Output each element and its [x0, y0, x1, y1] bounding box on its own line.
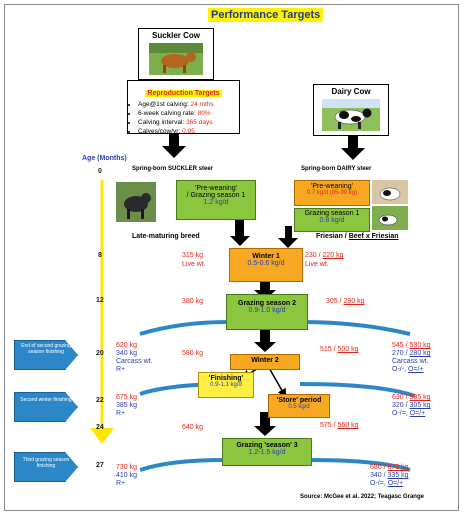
outcome-left-27: 730 kg 410 kg R+: [116, 464, 138, 487]
suckler-cow-heading: Suckler Cow: [151, 31, 200, 40]
suckler-cow-photo-icon: [149, 43, 203, 75]
age-tick: 0: [98, 168, 102, 175]
right-offramp-22: [299, 382, 416, 398]
store-box: 'Store' period 0.5 kg/d: [268, 394, 330, 418]
weight-8-left-sub: Live wt.: [182, 261, 206, 268]
grazing3-rate: 1.2-1.5 kg/d: [248, 449, 286, 456]
list-item: 6-week calving rate: 80%: [138, 109, 239, 118]
grazing2-label: Grazing season 2: [238, 300, 296, 307]
weight-24-left: 640 kg: [182, 424, 204, 431]
dairy-down-arrow: [341, 136, 365, 160]
right-to-winter1-arrow: [278, 226, 298, 248]
weight-20-left: 580 kg: [182, 350, 204, 357]
weight-12-left: 380 kg: [182, 298, 204, 305]
left-offramp-20: [139, 320, 229, 336]
reproduction-heading: Reproduction Targets: [145, 90, 222, 97]
finishing-rate: 0.9-1.1 kg/d: [210, 382, 242, 388]
reproduction-targets-box: Reproduction Targets Age@1st calving: 24…: [127, 80, 240, 136]
grazing2-to-winter2-arrow: [254, 330, 276, 352]
pre-weaning-left-rate: 1.2 kg/d: [203, 199, 229, 206]
reproduction-list: Age@1st calving: 24 mths 6-week calving …: [128, 100, 239, 136]
store-to-grazing3-arrow: [254, 412, 276, 436]
side-label-20: End of second grazing season finishing: [14, 340, 78, 370]
pre-weaning-left-box: 'Pre-weaning' / Grazing season 1 1.2 kg/…: [176, 180, 256, 220]
right-stream-heading: Spring-born DAIRY steer: [301, 166, 372, 172]
list-item: Calves/cow/yr: 0.95: [138, 127, 239, 136]
weight-24-right: 575 / 560 kg: [320, 422, 359, 429]
grazing1-right-label: Grazing season 1: [304, 210, 360, 217]
age-tick: 20: [96, 350, 104, 357]
pre-weaning-left-line1: 'Pre-weaning': [195, 185, 237, 192]
right-breed-label: Friesian / Beef x Friesian: [316, 233, 399, 240]
age-axis-title: Age (Months): [82, 155, 127, 162]
store-rate: 0.5 kg/d: [288, 404, 310, 410]
finishing-box: 'Finishing' 0.9-1.1 kg/d: [198, 372, 254, 398]
winter1-box: Winter 1 0.5-0.6 kg/d: [229, 248, 303, 282]
pre-weaning-right-line1: 'Pre-weaning': [311, 183, 353, 190]
winter2-label: Winter 2: [251, 357, 279, 364]
outcome-left-22: 675 kg 385 kg R+: [116, 394, 138, 417]
figure-frame: [4, 4, 459, 511]
page-title: Performance Targets: [208, 8, 324, 22]
dairy-calf-grazing-photo-icon: [372, 206, 408, 230]
winter2-box: Winter 2: [230, 354, 300, 370]
left-offramp-27: [139, 458, 225, 472]
weight-20-right: 515 / 500 kg: [320, 346, 359, 353]
grazing1-right-box: Grazing season 1 0.8 kg/d: [294, 208, 370, 232]
winter1-rate: 0.5-0.6 kg/d: [247, 260, 285, 267]
grazing2-box: Grazing season 2 0.9-1.0 kg/d: [226, 294, 308, 330]
grazing1-right-rate: 0.8 kg/d: [319, 217, 345, 224]
grazing3-label: Grazing 'season' 3: [236, 442, 298, 449]
weight-8-left: 315 kg: [182, 252, 204, 259]
pre-weaning-right-box: 'Pre-weaning' 0.7 kg/d (85-90 kg): [294, 180, 370, 206]
age-tick: 22: [96, 397, 104, 404]
grazing2-rate: 0.9-1.0 kg/d: [248, 307, 286, 314]
winter2-to-store-arrow: [267, 365, 287, 398]
age-tick: 24: [96, 424, 104, 431]
outcome-right-20: 545 / 530 kg 270 / 280 kg Carcass wt. O-…: [392, 342, 431, 373]
right-offramp-27: [309, 458, 411, 472]
age-tick: 27: [96, 462, 104, 469]
age-tick: 12: [96, 297, 104, 304]
pre-weaning-left-line2: / Grazing season 1: [186, 192, 246, 199]
store-label: 'Store' period: [276, 397, 322, 404]
suckler-cow-card: Suckler Cow: [138, 28, 214, 80]
grazing3-box: Grazing 'season' 3 1.2-1.5 kg/d: [222, 438, 312, 466]
list-item: Calving interval: 365 days: [138, 118, 239, 127]
finishing-label: 'Finishing': [208, 375, 244, 382]
dairy-cow-card: Dairy Cow: [313, 84, 389, 136]
age-axis-arrowhead: [90, 428, 114, 444]
dairy-calf-photo-icon: [372, 180, 408, 204]
weight-12-right: 305 / 290 kg: [326, 298, 365, 305]
outcome-right-22: 630 / 585 kg 320 / 305 kg O-/=, O=/+: [392, 394, 431, 417]
dairy-cow-heading: Dairy Cow: [331, 87, 371, 96]
outcome-left-20: 620 kg 340 kg Carcass wt. R+: [116, 342, 153, 373]
outcome-right-27: 680 / 670 kg 340 / 335 kg O-/=, O=/+: [370, 464, 409, 487]
side-label-22: Second winter finishing: [14, 392, 78, 422]
side-label-27: Third grazing season finishing: [14, 452, 78, 482]
suckler-calf-photo-icon: [116, 182, 156, 222]
left-breed-label: Late-maturing breed: [132, 233, 200, 240]
age-tick: 8: [98, 252, 102, 259]
winter1-label: Winter 1: [252, 253, 280, 260]
right-offramp-20: [299, 320, 411, 336]
source-note: Source: McGee et al. 2022; Teagasc Grang…: [300, 494, 424, 500]
dairy-cow-photo-icon: [322, 99, 380, 131]
winter1-to-grazing2-arrow: [254, 282, 276, 300]
weight-8-right-sub: Live wt.: [305, 261, 329, 268]
pre-weaning-right-rate: 0.7 kg/d (85-90 kg): [306, 190, 358, 196]
suckler-down-arrow: [162, 134, 186, 158]
weight-8-right: 230 / 220 kg: [305, 252, 344, 259]
list-item: Age@1st calving: 24 mths: [138, 100, 239, 109]
left-stream-heading: Spring-born SUCKLER steer: [132, 166, 214, 172]
